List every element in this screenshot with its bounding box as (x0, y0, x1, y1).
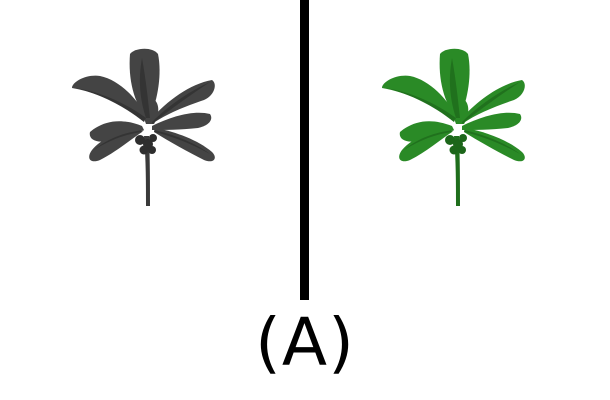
panel-divider (300, 0, 309, 300)
fruit-bunch (449, 145, 459, 155)
plant-leaf (152, 112, 212, 130)
color-plant-panel (310, 0, 610, 300)
plant-leaf (150, 80, 215, 124)
fruit-bunch (458, 146, 466, 154)
plant-leaf (462, 112, 522, 130)
plant-leaf (399, 121, 454, 142)
grayscale-plant-panel (0, 0, 300, 300)
leaf-midrib (449, 58, 460, 118)
fruit-bunch (149, 134, 157, 142)
plant-leaf (89, 128, 142, 162)
banana-plant-icon (72, 48, 215, 206)
plant-leaf (460, 80, 525, 124)
figure-label: (A) (255, 304, 355, 381)
leaf-midrib (139, 58, 150, 118)
leaf-midrib (464, 130, 520, 154)
fruit-bunch (139, 145, 149, 155)
leaf-midrib (94, 130, 144, 150)
fruit-bunch (459, 134, 467, 142)
banana-plant-icon (382, 48, 525, 206)
fruit-bunch (148, 146, 156, 154)
fruit-bunch (445, 135, 455, 145)
plant-leaf (154, 128, 215, 162)
fruit-bunch (135, 135, 145, 145)
plant-leaf (464, 128, 525, 162)
leaf-midrib (404, 130, 454, 150)
plant-leaf (399, 128, 452, 162)
leaf-midrib (154, 130, 210, 154)
plant-leaf (89, 121, 144, 142)
